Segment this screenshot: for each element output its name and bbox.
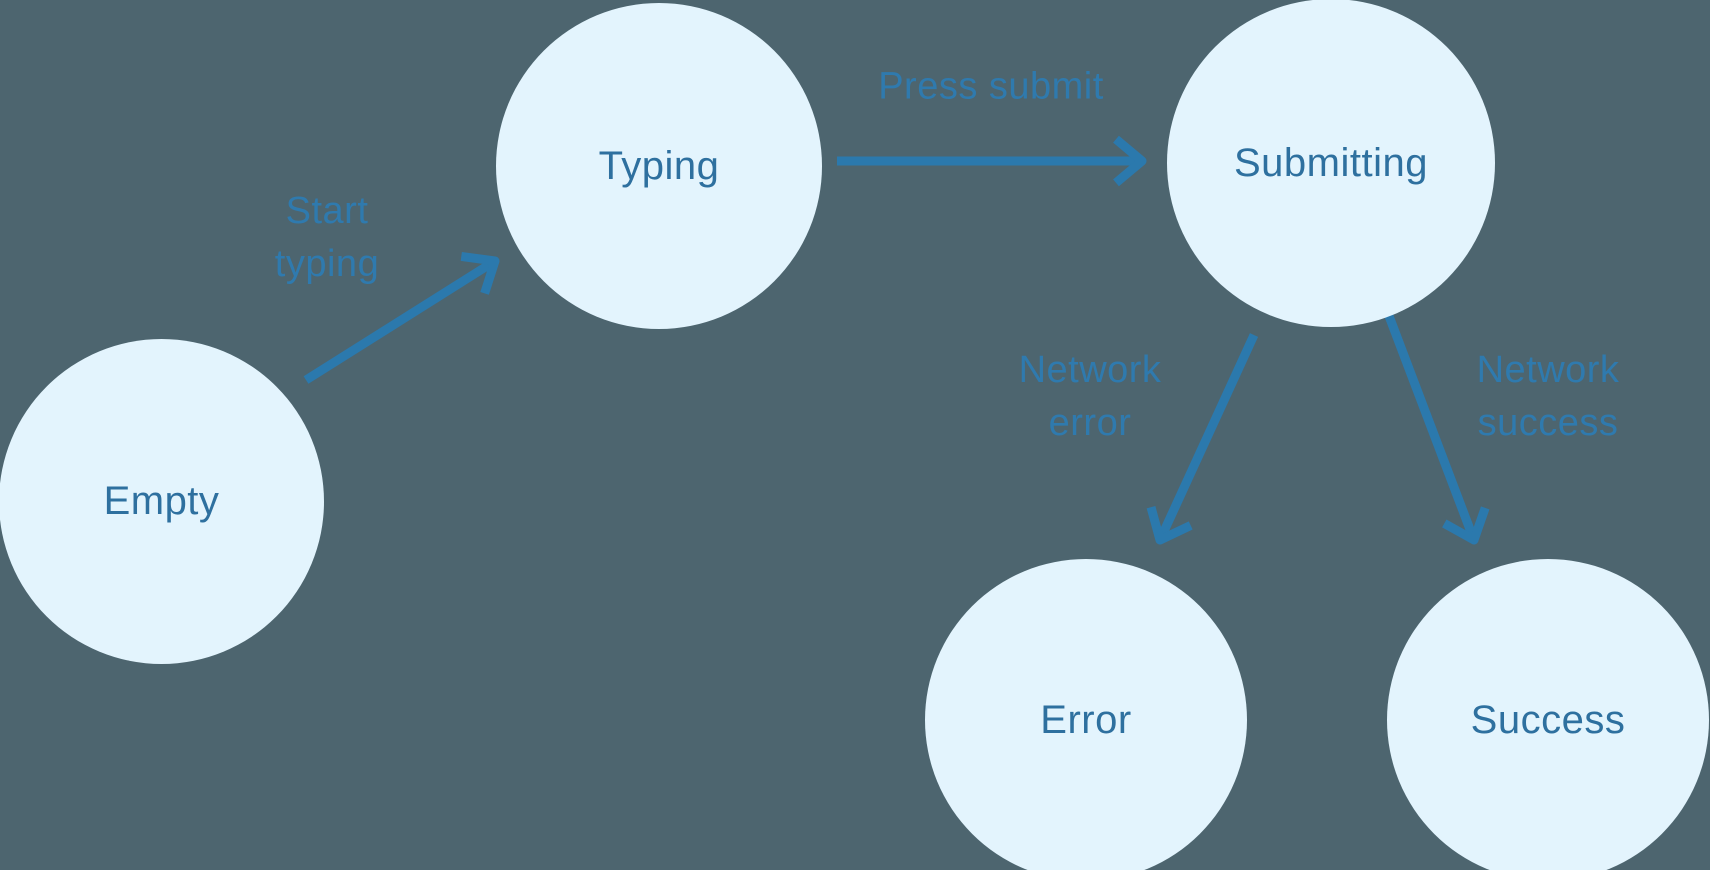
state-node-success: Success bbox=[1387, 559, 1709, 870]
edge-label-line: error bbox=[1048, 402, 1132, 444]
state-node-label: Empty bbox=[103, 479, 220, 523]
state-node-typing: Typing bbox=[496, 3, 822, 329]
arrow-head bbox=[1113, 135, 1147, 187]
edge-label-line: Network bbox=[1018, 349, 1162, 391]
edge-label-line: Start bbox=[285, 190, 369, 232]
edge-label-network-success: Network success bbox=[1477, 344, 1620, 450]
arrow-shaft bbox=[1384, 314, 1479, 542]
edge-arrow-empty-to-typing bbox=[303, 251, 500, 384]
state-node-empty: Empty bbox=[0, 339, 324, 664]
edge-label-line: Press submit bbox=[878, 65, 1104, 108]
edge-label-line: success bbox=[1477, 402, 1619, 444]
edge-label-start-typing: Start typing bbox=[275, 185, 379, 291]
arrow-head bbox=[1442, 506, 1490, 545]
state-node-submitting: Submitting bbox=[1167, 0, 1495, 327]
state-node-error: Error bbox=[925, 559, 1247, 870]
edge-arrow-submitting-to-success bbox=[1384, 314, 1490, 545]
arrow-shaft bbox=[1155, 333, 1259, 542]
state-node-label: Submitting bbox=[1234, 140, 1428, 185]
edge-label-network-error: Network error bbox=[1019, 344, 1162, 450]
state-node-label: Error bbox=[1040, 697, 1132, 742]
edge-label-press-submit: Press submit bbox=[878, 61, 1104, 114]
arrow-head bbox=[460, 251, 500, 295]
edge-label-line: typing bbox=[274, 243, 380, 285]
edge-arrow-typing-to-submitting bbox=[837, 135, 1147, 187]
arrow-head bbox=[1146, 506, 1193, 545]
arrow-shaft bbox=[303, 257, 498, 384]
state-node-label: Success bbox=[1470, 697, 1626, 742]
state-node-label: Typing bbox=[598, 143, 720, 188]
edge-label-line: Network bbox=[1476, 349, 1620, 391]
edge-arrow-submitting-to-error bbox=[1146, 333, 1259, 545]
